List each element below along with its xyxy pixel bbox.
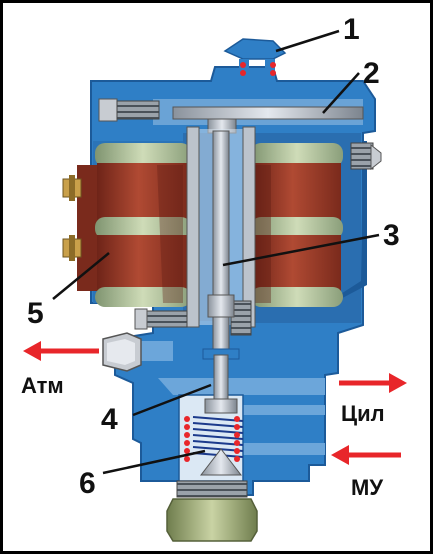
leader-6	[102, 449, 206, 475]
atm-port-nut	[102, 332, 142, 372]
arrow-mu	[331, 445, 401, 465]
leader-1	[275, 29, 340, 53]
lower-stem	[202, 348, 240, 414]
callout-5: 5	[27, 297, 44, 330]
arrow-atm	[23, 341, 99, 361]
coil-right	[251, 143, 343, 307]
port-label-mu: МУ	[351, 475, 383, 500]
callout-6: 6	[79, 467, 96, 500]
leader-4	[132, 383, 212, 417]
coil-left	[77, 143, 191, 307]
callout-1: 1	[343, 13, 360, 46]
left-adjust-screw	[98, 98, 160, 122]
terminal-screw-bottom	[62, 235, 82, 261]
port-label-cyl: Цил	[341, 401, 385, 426]
valve-stem	[207, 130, 235, 358]
callout-3: 3	[383, 219, 400, 252]
terminal-screw-top	[62, 175, 82, 201]
leader-2	[322, 72, 360, 114]
leader-3	[222, 233, 380, 267]
leader-5	[52, 252, 110, 300]
left-lower-screw	[134, 308, 188, 330]
callout-4: 4	[101, 403, 118, 436]
bottom-plug	[166, 480, 258, 542]
top-cap	[223, 38, 287, 81]
callout-2: 2	[363, 57, 380, 90]
cone-valve	[199, 448, 243, 476]
leader-lines	[52, 29, 380, 475]
return-spring	[184, 416, 244, 462]
arrow-cyl	[339, 373, 407, 393]
right-side-screw	[350, 142, 382, 171]
solenoid-valve-diagram: 1 2 3 4 5 6 Атм Цил МУ	[21, 13, 407, 542]
port-label-atm: Атм	[21, 373, 64, 398]
